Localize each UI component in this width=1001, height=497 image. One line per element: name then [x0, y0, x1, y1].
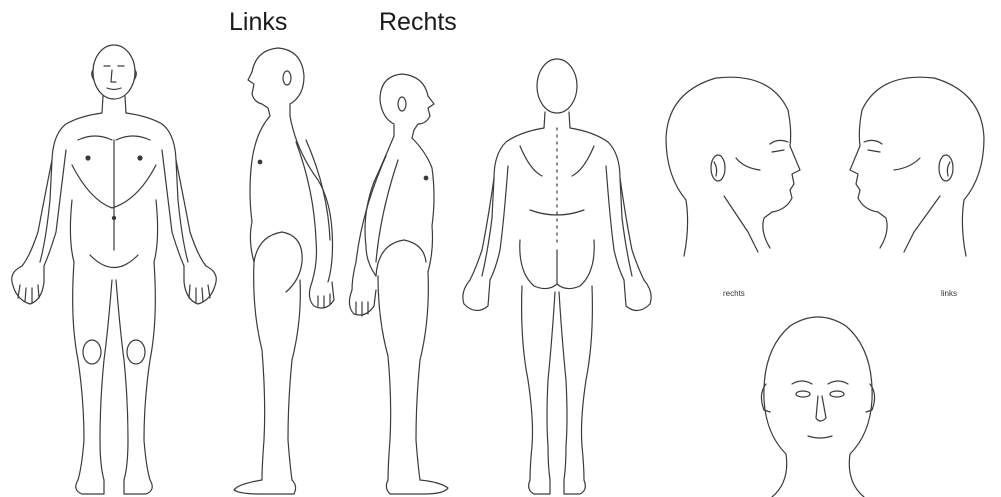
head-left-profile — [850, 77, 984, 256]
label-links: Links — [229, 8, 287, 37]
label-head-links: links — [941, 289, 957, 298]
label-head-rechts: rechts — [723, 289, 745, 298]
head-right-profile — [666, 77, 800, 256]
front-body-figure — [12, 45, 217, 494]
back-body-figure — [463, 59, 651, 494]
label-rechts: Rechts — [379, 8, 457, 37]
head-front — [761, 317, 874, 497]
right-side-body-figure — [349, 74, 448, 494]
left-side-body-figure — [234, 48, 334, 494]
